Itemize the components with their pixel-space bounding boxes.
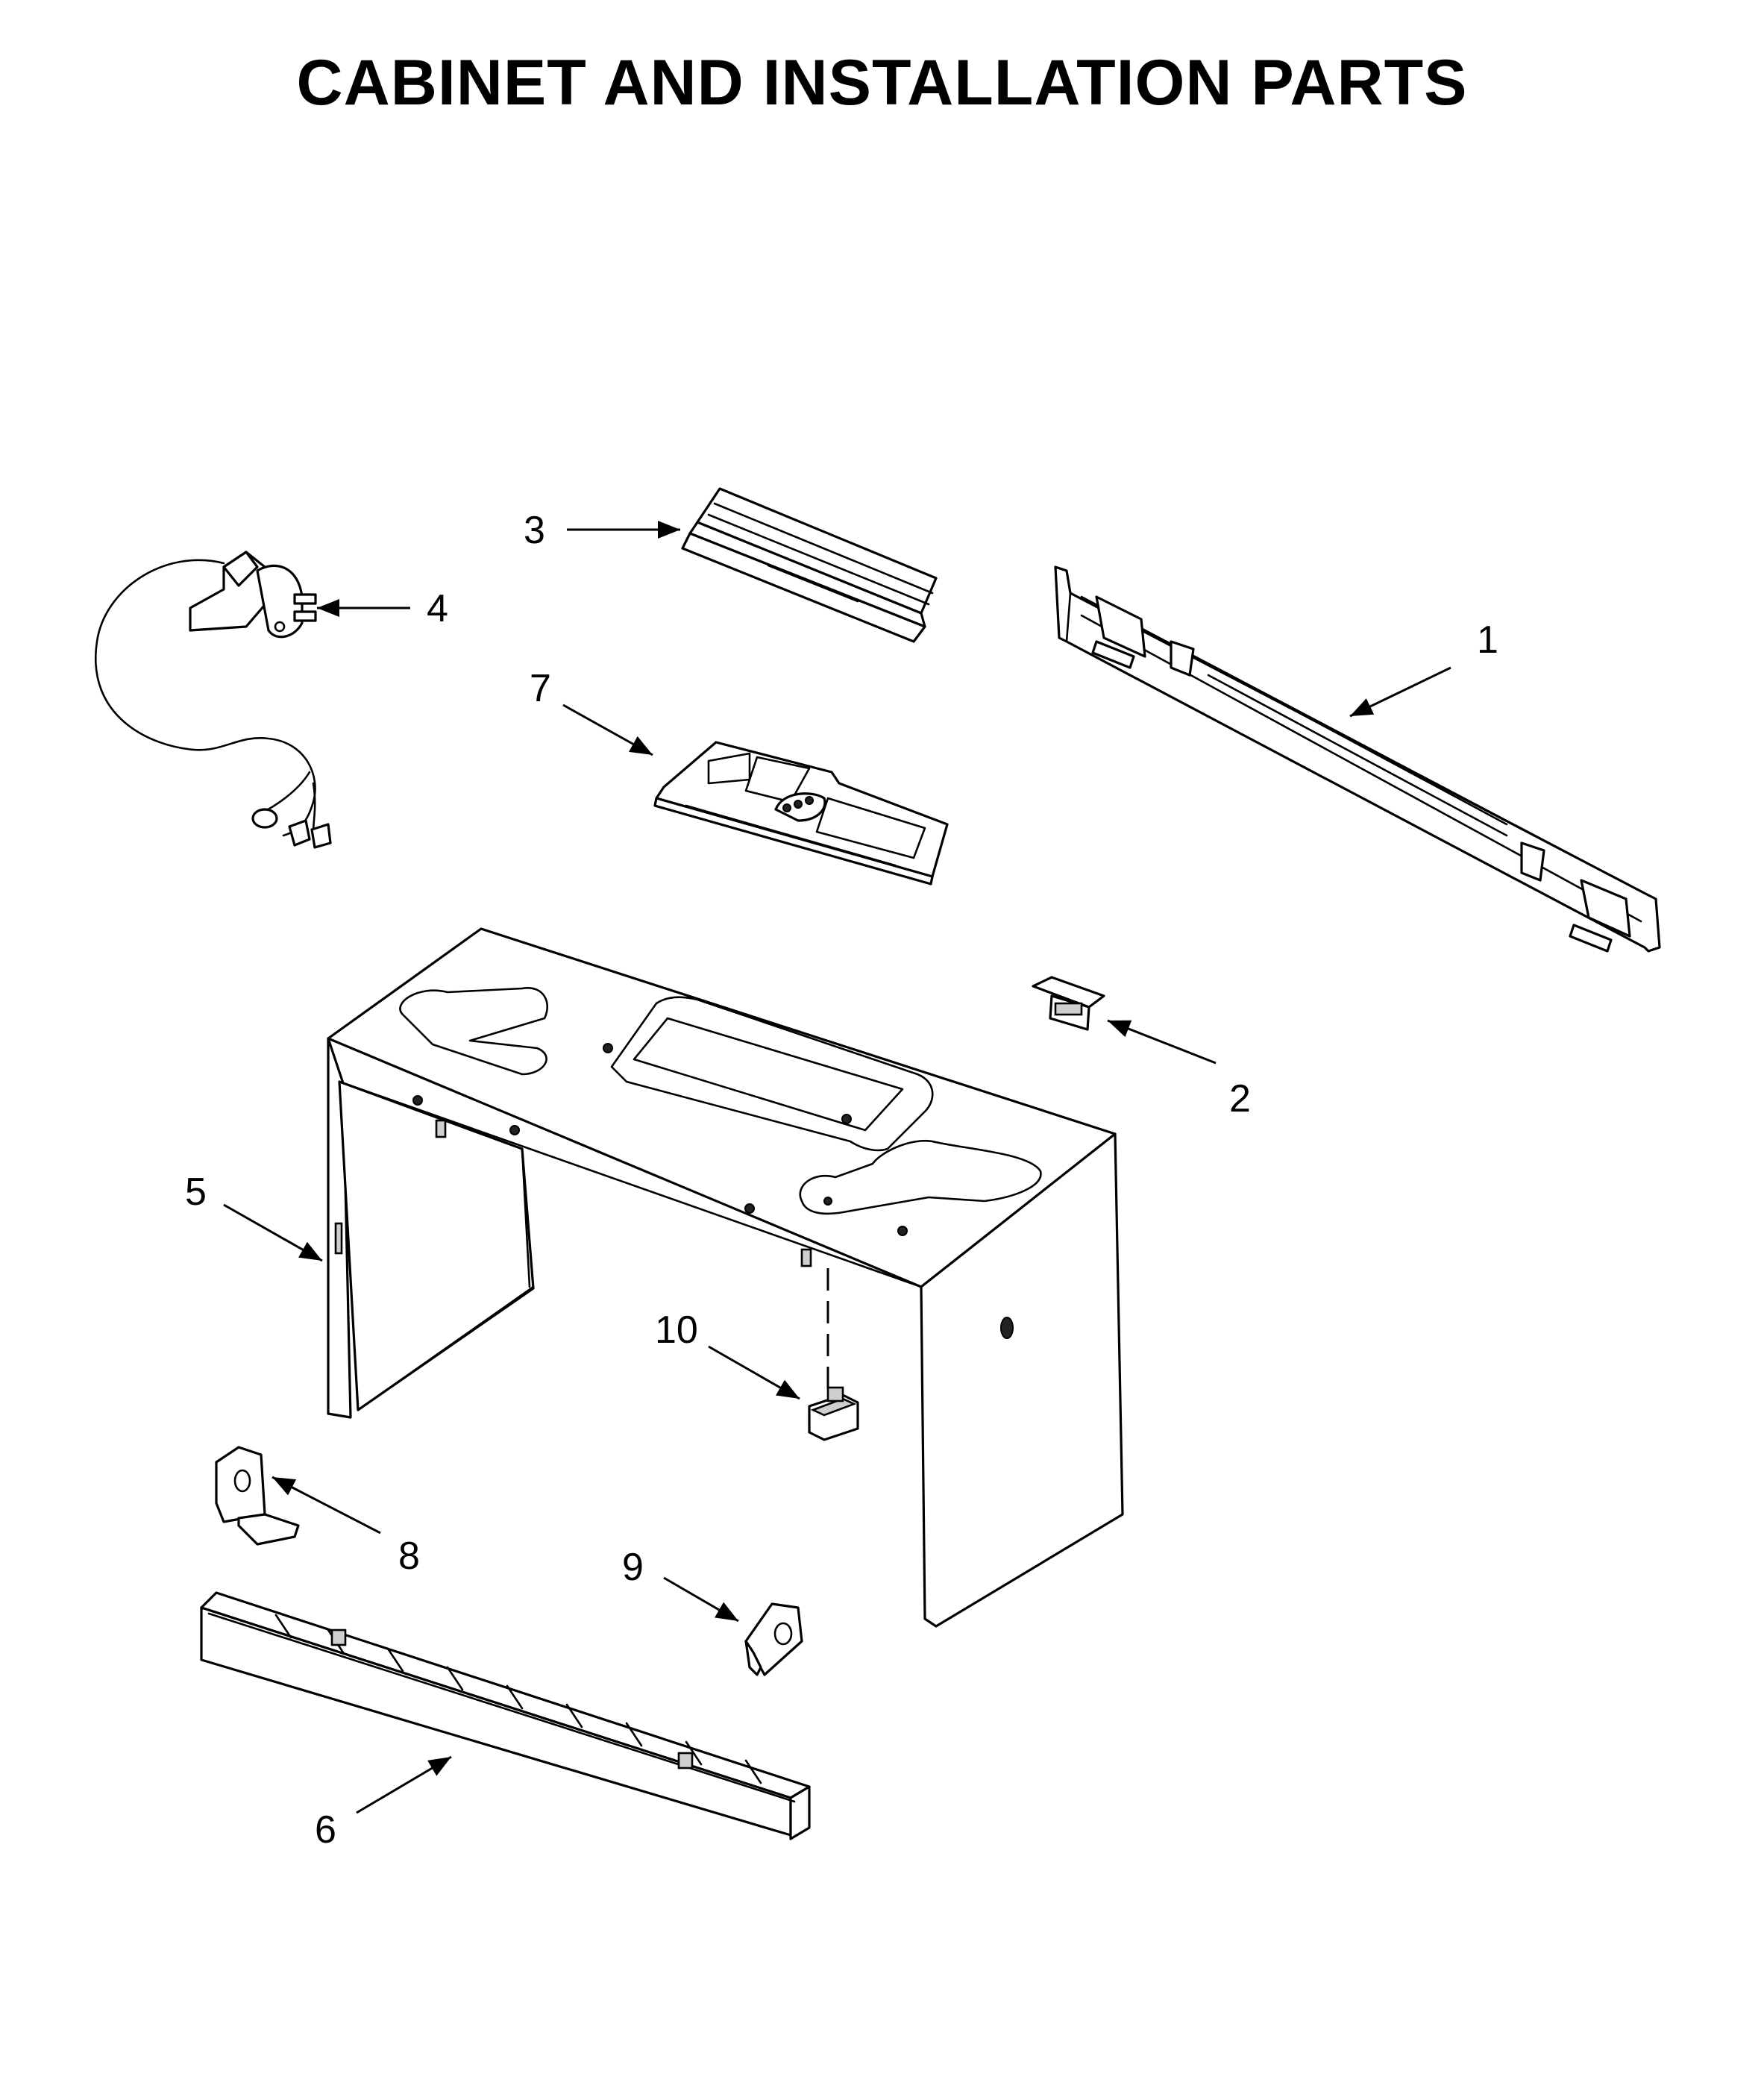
callout-6: 6 <box>315 1808 336 1852</box>
callout-labels: 1 2 3 4 5 6 7 8 9 10 <box>185 509 1498 1852</box>
part-8-bracket[interactable] <box>215 1446 300 1546</box>
part-10-switch[interactable] <box>808 1268 859 1441</box>
part-7-mounting-plate[interactable] <box>653 741 949 885</box>
callout-3: 3 <box>524 509 545 552</box>
part-3-grille[interactable] <box>681 487 938 643</box>
part-4-power-cord[interactable] <box>95 551 332 849</box>
callout-1: 1 <box>1477 618 1498 662</box>
callout-2: 2 <box>1229 1077 1251 1120</box>
part-9-bracket[interactable] <box>744 1602 803 1676</box>
part-5-cabinet-wrapper[interactable] <box>327 927 1124 1628</box>
leader-arrows <box>223 521 1451 1814</box>
callout-4: 4 <box>427 587 448 630</box>
callout-5: 5 <box>185 1170 207 1214</box>
part-2-bracket[interactable] <box>1032 976 1105 1031</box>
callout-8: 8 <box>398 1535 420 1578</box>
page-title: CABINET AND INSTALLATION PARTS <box>296 47 1468 119</box>
callout-9: 9 <box>622 1546 644 1589</box>
part-6-bottom-trim[interactable] <box>200 1591 811 1840</box>
callout-10: 10 <box>655 1308 698 1352</box>
callout-7: 7 <box>530 667 551 710</box>
part-1-wall-mounting-rail[interactable] <box>1054 565 1661 953</box>
